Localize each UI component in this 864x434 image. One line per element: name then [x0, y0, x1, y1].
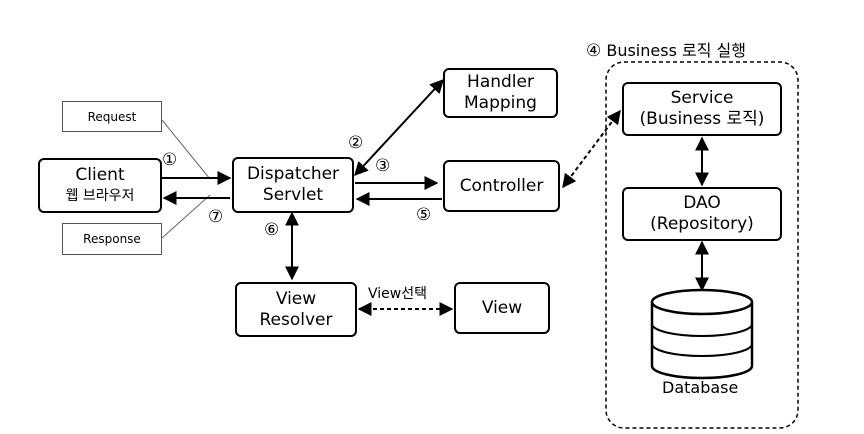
business-logic-container — [605, 61, 799, 429]
dao-box: DAO (Repository) — [622, 187, 782, 241]
step-5: ⑤ — [416, 205, 432, 225]
client-label: Client — [75, 164, 125, 185]
arrow-controller-service — [562, 109, 621, 189]
response-note: Response — [62, 223, 162, 255]
step-7: ⑦ — [208, 207, 224, 227]
request-note: Request — [62, 101, 162, 132]
handler-mapping-box: Handler Mapping — [443, 68, 558, 118]
arrow-dispatcher-handler — [354, 78, 444, 177]
step-3: ③ — [375, 156, 391, 176]
database-label: Database — [662, 378, 739, 397]
client-sublabel: 웹 브라우저 — [65, 187, 135, 204]
request-connector — [161, 119, 211, 180]
view-box: View — [454, 282, 550, 334]
step-1: ① — [162, 150, 178, 170]
dispatcher-servlet-box: Dispatcher Servlet — [232, 157, 354, 213]
business-logic-title: ④ Business 로직 실행 — [586, 41, 746, 61]
view-resolver-box: View Resolver — [235, 282, 357, 337]
view-select-label: View선택 — [368, 286, 427, 302]
response-connector — [161, 194, 211, 239]
step-6: ⑥ — [264, 220, 280, 240]
controller-box: Controller — [443, 160, 560, 212]
service-box: Service (Business 로직) — [622, 82, 782, 136]
database-icon — [650, 288, 754, 380]
step-2: ② — [348, 133, 364, 153]
client-box: Client 웹 브라우저 — [38, 158, 162, 213]
